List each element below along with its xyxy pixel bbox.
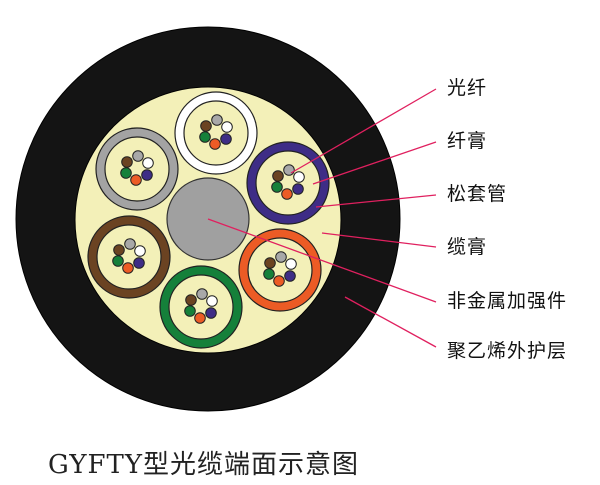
optical-fiber: [275, 251, 287, 263]
loose-tube: [238, 228, 322, 312]
optical-fiber: [283, 164, 295, 176]
fiber-gel: [255, 150, 321, 216]
leader-line: [321, 232, 437, 248]
label-cable-gel: 缆膏: [447, 236, 488, 258]
label-strength-member: 非金属加强件: [447, 290, 568, 312]
label-fiber-gel: 纤膏: [447, 130, 488, 152]
optical-fiber: [130, 174, 142, 186]
optical-fiber: [284, 270, 296, 282]
optical-fiber: [206, 295, 218, 307]
loose-tube: [95, 127, 179, 211]
optical-fiber: [185, 294, 197, 306]
optical-fiber: [273, 275, 285, 287]
leader-line: [207, 218, 437, 303]
optical-fiber: [293, 171, 305, 183]
optical-fiber: [122, 262, 134, 274]
optical-fiber: [133, 257, 145, 269]
optical-fiber: [142, 157, 154, 169]
fiber-gel: [96, 224, 162, 290]
optical-fiber: [199, 131, 211, 143]
optical-fiber: [121, 156, 133, 168]
fiber-gel: [168, 274, 234, 340]
optical-fiber: [141, 169, 153, 181]
label-outer-sheath: 聚乙烯外护层: [447, 340, 568, 362]
optical-fiber: [113, 244, 125, 256]
leader-line: [344, 296, 437, 348]
optical-fiber: [272, 170, 284, 182]
optical-fiber: [281, 188, 293, 200]
optical-fiber: [209, 138, 221, 150]
optical-fiber: [271, 181, 283, 193]
fiber-gel: [247, 237, 313, 303]
optical-fiber: [124, 238, 136, 250]
leader-line: [312, 141, 437, 185]
optical-fiber: [134, 245, 146, 257]
optical-fiber: [112, 255, 124, 267]
optical-fiber: [220, 133, 232, 145]
loose-tube: [87, 215, 171, 299]
fiber-gel: [104, 136, 170, 202]
optical-fiber: [196, 288, 208, 300]
optical-fiber: [194, 312, 206, 324]
fiber-gel: [183, 100, 249, 166]
optical-fiber: [292, 183, 304, 195]
diagram-title: GYFTY型光缆端面示意图: [48, 450, 360, 480]
optical-fiber: [120, 167, 132, 179]
leader-line: [315, 194, 437, 208]
label-loose-tube: 松套管: [447, 183, 508, 205]
optical-fiber: [285, 258, 297, 270]
optical-fiber: [221, 121, 233, 133]
optical-fiber: [132, 150, 144, 162]
optical-fiber: [263, 268, 275, 280]
optical-fiber: [200, 120, 212, 132]
label-fiber: 光纤: [447, 77, 488, 99]
loose-tube: [159, 265, 243, 349]
optical-fiber: [205, 307, 217, 319]
optical-fiber: [264, 257, 276, 269]
leader-line: [290, 88, 437, 174]
optical-fiber: [211, 114, 223, 126]
optical-fiber: [184, 305, 196, 317]
loose-tube: [174, 91, 258, 175]
